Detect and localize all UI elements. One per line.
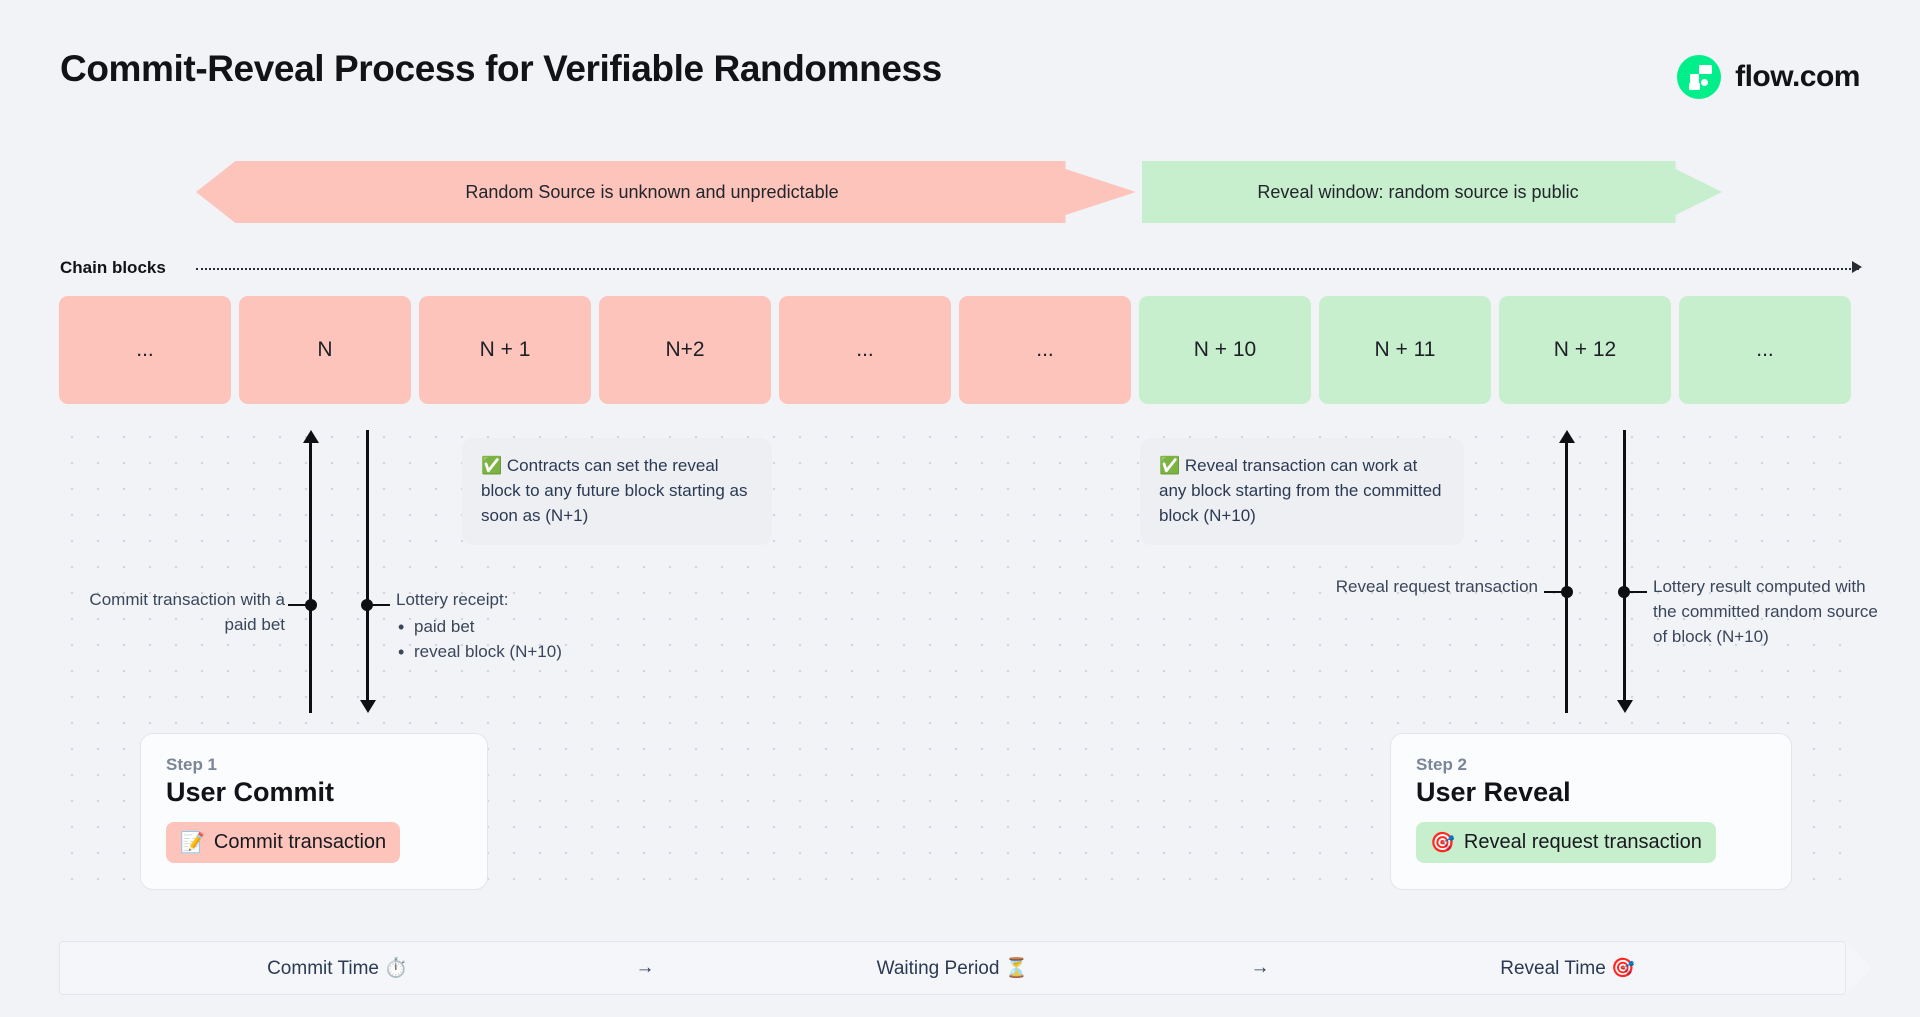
receipt-dot (361, 599, 373, 611)
page-title: Commit-Reveal Process for Verifiable Ran… (60, 48, 942, 89)
step-2-eyebrow: Step 2 (1416, 755, 1468, 774)
result-dot (1618, 586, 1630, 598)
timeline-reveal-time: Reveal Time 🎯 (1500, 958, 1635, 979)
commit-tx-label: Commit transaction with a paid bet (89, 590, 285, 634)
step-1-title: User Commit (166, 777, 335, 807)
reveal-info-box: ✅ Reveal transaction can work at any blo… (1140, 438, 1464, 545)
chain-block-n12[interactable]: N + 12 (1499, 296, 1671, 404)
lottery-result-label: Lottery result computed with the committ… (1653, 577, 1878, 646)
chain-block[interactable]: ... (959, 296, 1131, 404)
list-item: paid bet (396, 614, 696, 640)
commit-line (309, 443, 312, 713)
step-2-title: User Reveal (1416, 777, 1571, 807)
chain-block-n2[interactable]: N+2 (599, 296, 771, 404)
reveal-request-pill-label: Reveal request transaction (1463, 831, 1702, 853)
receipt-line (366, 430, 369, 700)
reveal-request-pill[interactable]: 🎯 Reveal request transaction (1416, 822, 1716, 863)
step-card-reveal[interactable]: Step 2 User Reveal 🎯 Reveal request tran… (1390, 733, 1792, 890)
result-stub (1623, 591, 1647, 593)
timeline-arrow-cap-icon (1846, 941, 1872, 995)
chain-block[interactable]: ... (779, 296, 951, 404)
target-icon: 🎯 (1430, 832, 1455, 854)
phase-band: Random Source is unknown and unpredictab… (0, 161, 1920, 223)
commit-stub (288, 604, 312, 606)
chain-axis-line (196, 268, 1859, 270)
phase-unpredictable: Random Source is unknown and unpredictab… (196, 161, 1136, 223)
reveal-line (1565, 443, 1568, 713)
commit-transaction-pill-label: Commit transaction (213, 831, 387, 853)
chain-block-n1[interactable]: N + 1 (419, 296, 591, 404)
timeline-waiting-period: Waiting Period ⏳ (876, 958, 1029, 979)
chain-blocks-row: ... N N + 1 N+2 ... ... N + 10 N + 11 N … (59, 296, 1851, 404)
receipt-arrow-down-icon (360, 700, 376, 713)
chain-block-n[interactable]: N (239, 296, 411, 404)
chain-axis-arrow-icon (1852, 261, 1862, 273)
phase-unpredictable-label: Random Source is unknown and unpredictab… (465, 181, 839, 202)
timeline-arrow-2-icon: → (1250, 957, 1270, 978)
flow-logo-icon (1677, 55, 1722, 99)
reveal-arrow-up-icon (1559, 430, 1575, 443)
commit-transaction-pill[interactable]: 📝 Commit transaction (166, 822, 401, 863)
chain-axis-label: Chain blocks (60, 258, 166, 277)
timeline-arrow-1-icon: → (635, 957, 655, 978)
commit-dot (305, 599, 317, 611)
step-1-eyebrow: Step 1 (166, 755, 218, 774)
result-arrow-down-icon (1617, 700, 1633, 713)
step-card-commit[interactable]: Step 1 User Commit 📝 Commit transaction (140, 733, 488, 890)
commit-arrow-up-icon (303, 430, 319, 443)
lottery-receipt-label: Lottery receipt: paid bet reveal block (… (396, 588, 696, 665)
commit-info-box: ✅ Contracts can set the reveal block to … (462, 438, 772, 545)
lottery-receipt-list: paid bet reveal block (N+10) (396, 614, 696, 665)
reveal-request-label: Reveal request transaction (1335, 577, 1538, 596)
phase-reveal-window: Reveal window: random source is public (1142, 161, 1722, 223)
reveal-dot (1561, 586, 1573, 598)
chain-block[interactable]: ... (59, 296, 231, 404)
list-item: reveal block (N+10) (396, 639, 696, 665)
chain-block-n10[interactable]: N + 10 (1139, 296, 1311, 404)
phase-reveal-window-label: Reveal window: random source is public (1257, 181, 1579, 202)
brand-logo: flow.com (1677, 55, 1860, 99)
timeline-bar: Commit Time ⏱️ → Waiting Period ⏳ → Reve… (59, 941, 1846, 995)
memo-icon: 📝 (180, 832, 205, 854)
brand-name: flow.com (1735, 60, 1860, 93)
reveal-stub (1544, 591, 1568, 593)
receipt-stub (366, 604, 390, 606)
result-line (1623, 430, 1626, 700)
chain-block-n11[interactable]: N + 11 (1319, 296, 1491, 404)
timeline-commit-time: Commit Time ⏱️ (267, 958, 408, 979)
chain-block[interactable]: ... (1679, 296, 1851, 404)
lottery-receipt-title: Lottery receipt: (396, 590, 509, 609)
